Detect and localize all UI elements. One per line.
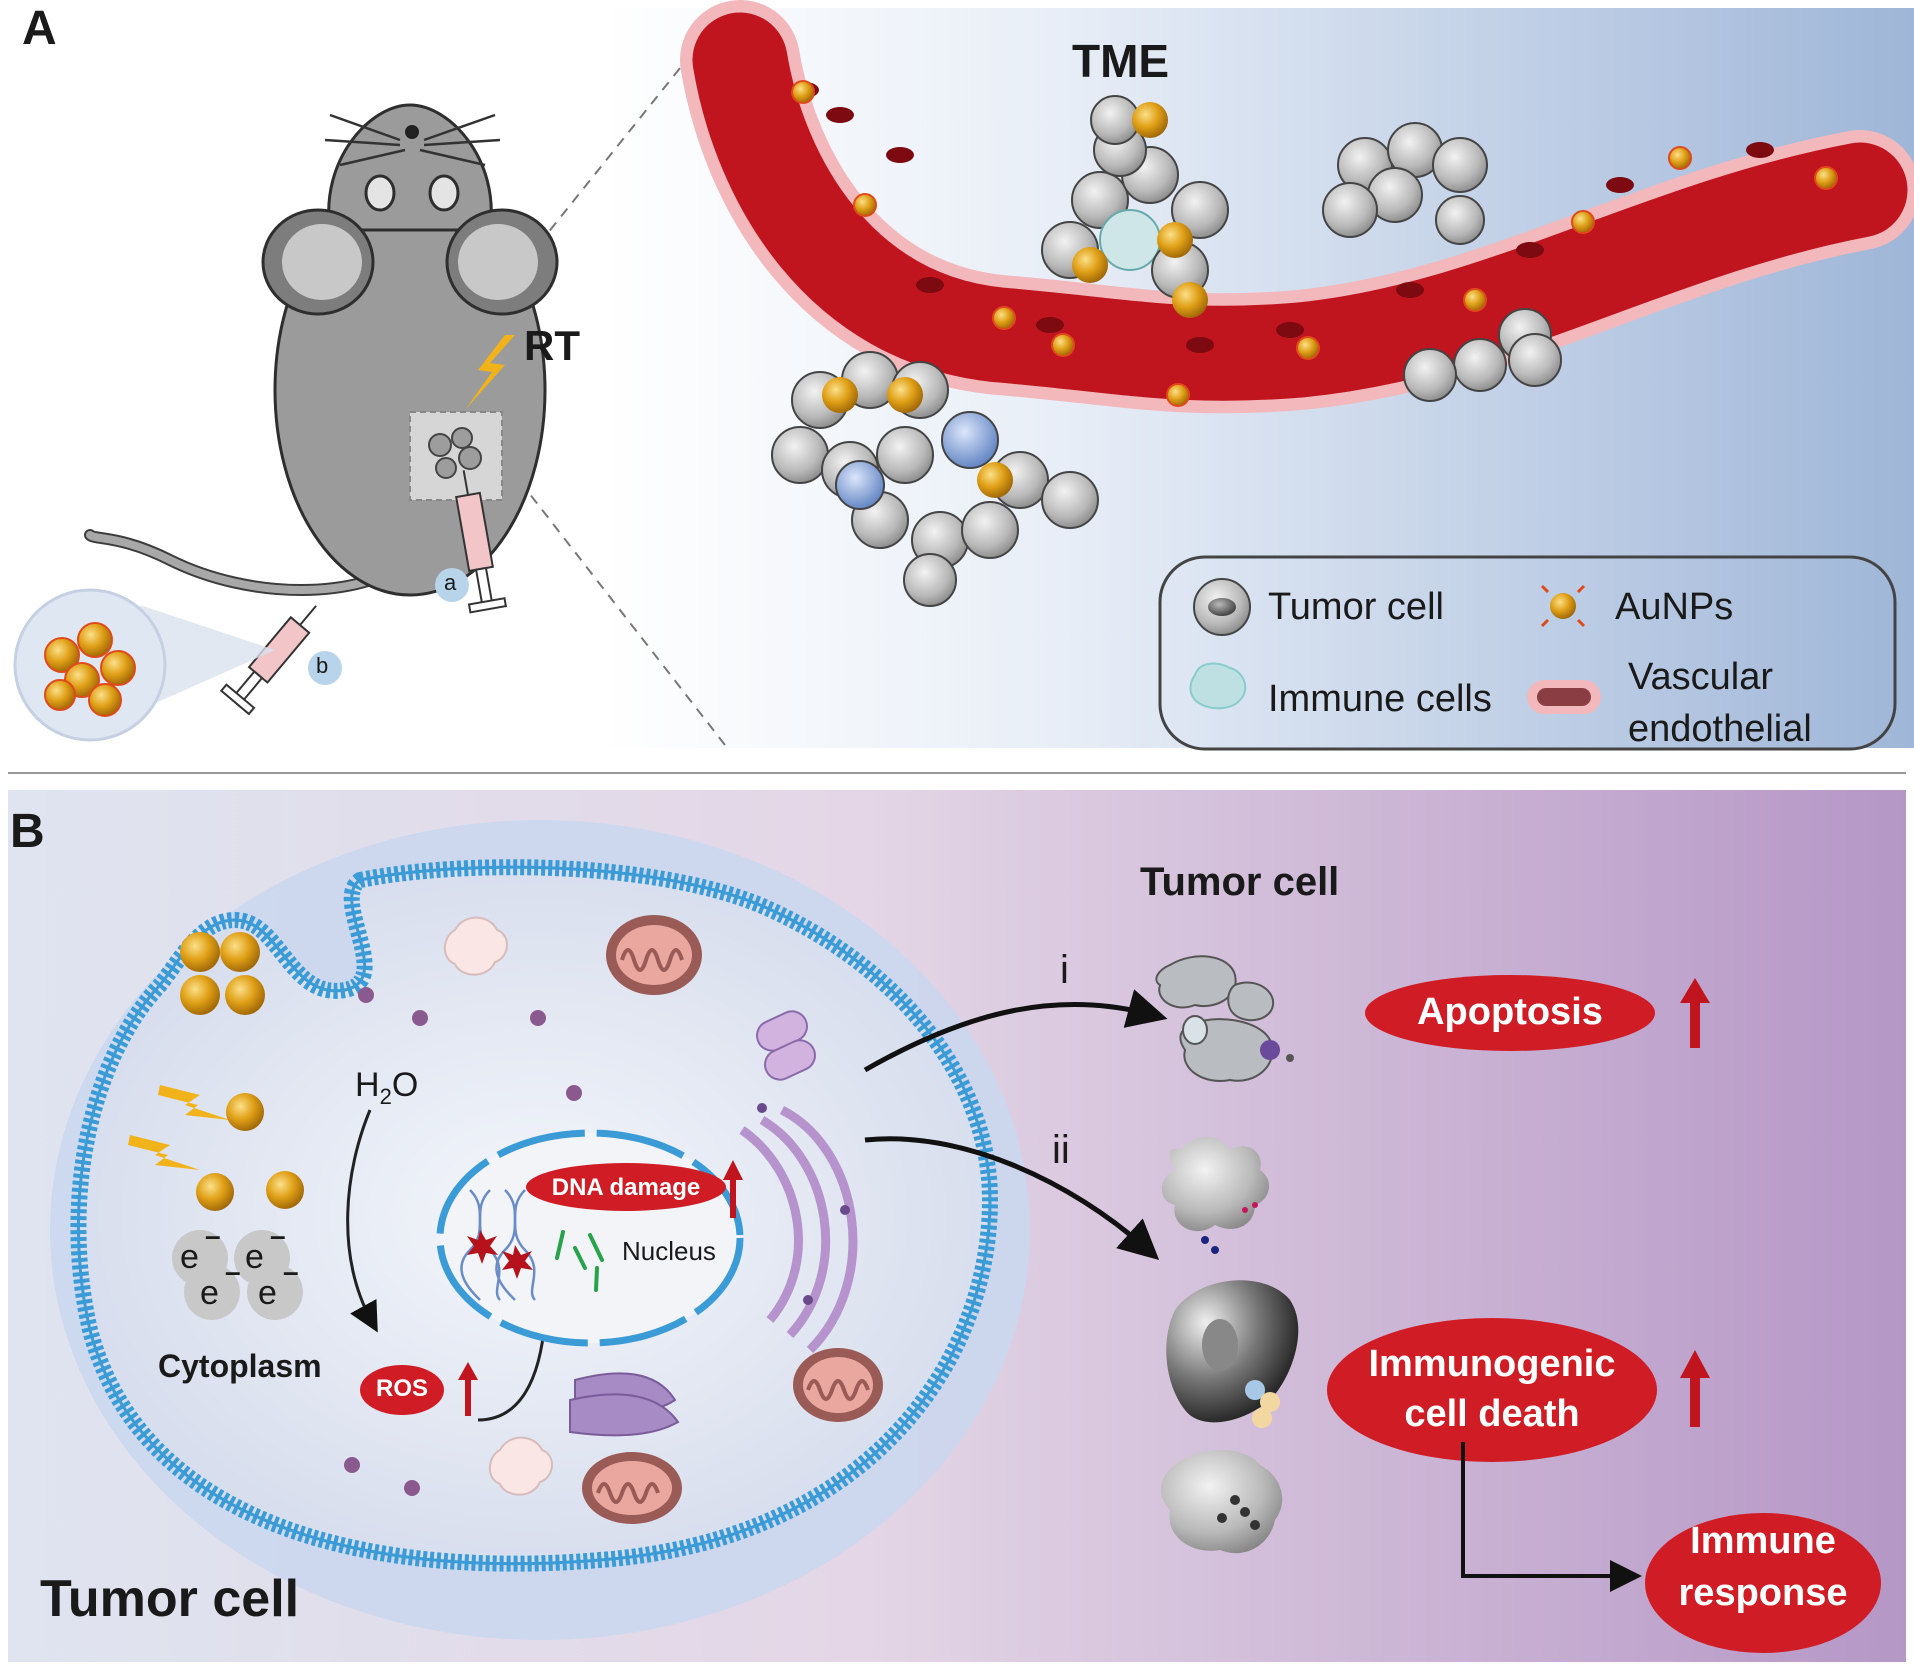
electron-label: e xyxy=(200,1274,219,1312)
legend-tumor-cell-icon xyxy=(1193,578,1251,636)
mitochondrion-icon xyxy=(793,1348,883,1422)
icd-to-immune-arrow xyxy=(1461,1442,1642,1592)
centriole-icon xyxy=(756,1010,816,1081)
legend-vascular-icon xyxy=(1527,680,1601,714)
apoptosis-up-arrow-icon xyxy=(1680,978,1710,1048)
legend-aunps-label: AuNPs xyxy=(1615,586,1734,628)
tumor-cluster-upper xyxy=(1041,95,1229,318)
icd-label-1: Immunogenic xyxy=(1368,1343,1616,1385)
legend-aunp-icon xyxy=(1540,584,1586,628)
h2o-to-ros-arrow xyxy=(346,1109,378,1333)
tumor-zoom-box xyxy=(409,411,503,501)
injection-b-badge xyxy=(308,651,342,685)
icd-cell-icon-3 xyxy=(1160,1450,1283,1554)
electron-label: e xyxy=(258,1274,277,1312)
pathway-i-arrow xyxy=(863,989,1168,1073)
injection-a-badge xyxy=(435,568,469,602)
electron-charge: – xyxy=(205,1220,221,1251)
icd-cell-icon-2 xyxy=(1166,1280,1299,1428)
vesicle-icon xyxy=(443,916,508,976)
syringe-a-icon xyxy=(455,470,508,614)
tumor-cell-bottom-label: Tumor cell xyxy=(40,1570,300,1628)
ros-pill xyxy=(360,1365,444,1415)
h2o-label: H2O xyxy=(355,1066,419,1109)
icd-up-arrow-icon xyxy=(1680,1350,1710,1427)
electron-label: e xyxy=(180,1238,199,1276)
dna-damage-burst-icon xyxy=(467,1230,533,1279)
internal-aunp xyxy=(226,1093,264,1131)
golgi-icon xyxy=(569,1372,680,1437)
electron-charge: – xyxy=(283,1256,299,1287)
electron-label: e xyxy=(245,1238,264,1276)
legend-immune-cells-label: Immune cells xyxy=(1268,678,1492,720)
legend-tumor-cell-label: Tumor cell xyxy=(1268,586,1444,628)
tme-label: TME xyxy=(1072,35,1170,87)
vessel-aunps xyxy=(791,80,1838,407)
pathway-ii-label: ii xyxy=(1052,1128,1070,1172)
ros-up-arrow-icon xyxy=(458,1362,478,1416)
internal-aunp xyxy=(196,1173,234,1211)
mini-tumor-icon xyxy=(428,427,482,479)
bolt-icon-1 xyxy=(158,1085,230,1120)
legend-vascular-label-2: endothelial xyxy=(1628,708,1812,750)
panel-b-letter: B xyxy=(10,805,45,858)
dna-damage-up-arrow-icon xyxy=(723,1160,743,1218)
cytoplasm-granules xyxy=(344,987,582,1496)
vesicle-icon xyxy=(488,1436,553,1496)
dna-helix-icon xyxy=(460,1189,537,1301)
mouse-illustration xyxy=(84,103,559,597)
bolt-icon-2 xyxy=(128,1135,200,1170)
legend-vascular-label-1: Vascular xyxy=(1628,656,1774,698)
internal-aunp xyxy=(266,1171,304,1209)
dna-damage-pill xyxy=(526,1163,726,1211)
cytoplasm-label: Cytoplasm xyxy=(158,1348,322,1384)
apoptosis-label: Apoptosis xyxy=(1417,991,1603,1033)
injection-b-label: b xyxy=(316,653,329,678)
legend-box xyxy=(1158,555,1897,751)
mitochondrion-icon xyxy=(582,1452,682,1524)
tumor-cluster-lower xyxy=(771,351,1099,607)
injection-a-label: a xyxy=(444,570,457,595)
mitochondrion-icon xyxy=(606,915,702,995)
electron-cluster xyxy=(172,1230,303,1320)
electron-charge: – xyxy=(225,1256,241,1287)
dna-damage-label: DNA damage xyxy=(551,1174,701,1201)
icd-label-2: cell death xyxy=(1404,1393,1580,1435)
pathway-ii-arrow xyxy=(864,1136,1160,1261)
panel-a-letter: A xyxy=(22,2,57,55)
electron-charge: – xyxy=(270,1220,286,1251)
immune-response-label-2: response xyxy=(1678,1572,1848,1614)
pathway-i-label: i xyxy=(1060,948,1069,992)
syringe-b-icon xyxy=(219,605,317,716)
apoptosis-pill xyxy=(1365,975,1655,1051)
external-aunps xyxy=(180,932,265,1015)
tumor-cell-title: Tumor cell xyxy=(1140,860,1340,904)
immune-response-label-1: Immune xyxy=(1690,1520,1836,1562)
tumor-cluster-right xyxy=(1322,122,1562,402)
immune-response-pill xyxy=(1645,1513,1881,1653)
legend-immune-cell-icon xyxy=(1189,662,1247,710)
dna-fragments-icon xyxy=(555,1230,604,1292)
icd-pill xyxy=(1327,1318,1657,1462)
aunp-cluster-icon xyxy=(44,622,136,717)
endoplasmic-reticulum-icon xyxy=(739,1105,858,1354)
icd-cell-icon-1 xyxy=(1161,1136,1270,1254)
nucleus-label: Nucleus xyxy=(622,1236,716,1266)
apoptotic-bodies-icon xyxy=(1155,955,1294,1082)
rt-label: RT xyxy=(524,322,580,369)
ros-label: ROS xyxy=(375,1375,428,1402)
